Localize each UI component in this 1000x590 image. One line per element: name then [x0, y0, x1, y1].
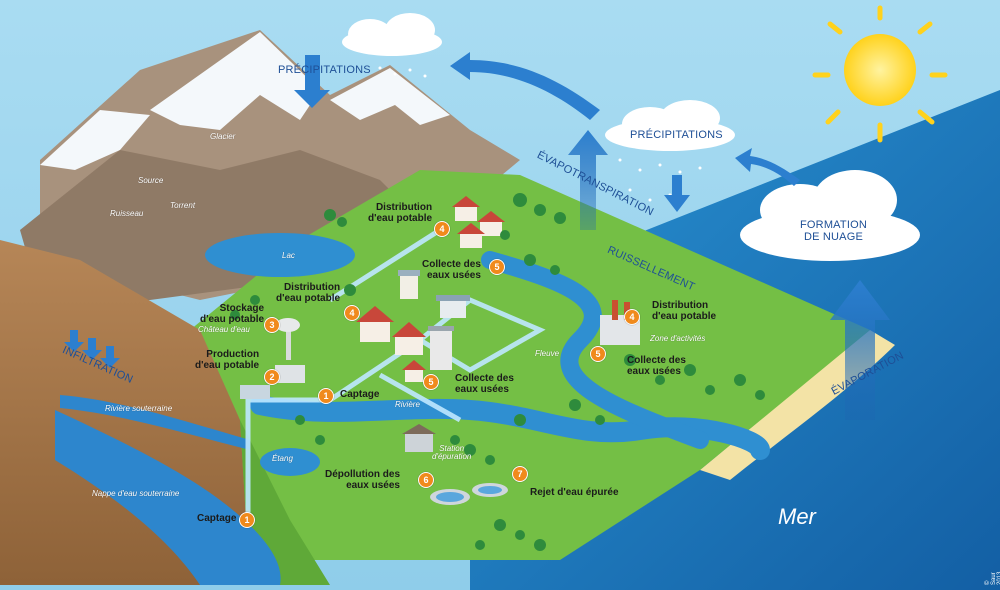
label-zone-activites: Zone d'activités [650, 334, 706, 343]
mountain-snow-right [330, 68, 450, 125]
arrow-cloud-to-cloud [735, 148, 800, 186]
fleuve [481, 251, 709, 449]
label-glacier: Glacier [210, 132, 236, 141]
step-badge: 3 [264, 317, 280, 333]
arrow-precipitation-down [294, 55, 330, 108]
step-badge: 4 [624, 309, 640, 325]
label-depollution: Dépollution des eaux usées [325, 469, 400, 491]
step-badge: 4 [344, 305, 360, 321]
step-badge: 1 [318, 388, 334, 404]
step-badge: 6 [418, 472, 434, 488]
mountain-snow-left [40, 110, 150, 170]
production-plant [240, 365, 305, 399]
copyright: © Saur 2013 [985, 571, 1000, 585]
mountain-snow-main [150, 32, 320, 130]
label-distribution-3: Distribution d'eau potable [652, 300, 717, 322]
label-source: Source [138, 176, 164, 185]
step-badge: 4 [434, 221, 450, 237]
step-badge: 2 [264, 369, 280, 385]
arrows-infiltration [64, 330, 120, 368]
lake [205, 233, 355, 277]
pond [260, 448, 320, 476]
rain-drops [378, 66, 702, 202]
label-collecte-3: Collecte des eaux usées [627, 355, 686, 377]
label-rejet: Rejet d'eau épurée [530, 487, 619, 498]
label-ruisseau: Ruisseau [110, 209, 144, 218]
underground-aquifer [55, 410, 281, 585]
arrow-evapotranspiration-up [568, 130, 608, 230]
sun [812, 5, 948, 143]
cloud-top [342, 13, 442, 56]
label-nappe: Nappe d'eau souterraine [92, 489, 180, 498]
label-fleuve: Fleuve [535, 349, 560, 358]
label-lac: Lac [282, 251, 295, 260]
cloud-precipitations [605, 100, 735, 151]
label-torrent: Torrent [170, 201, 196, 210]
step-badge: 7 [512, 466, 528, 482]
river [250, 395, 770, 460]
label-precipitations-top: PRÉCIPITATIONS [278, 64, 371, 76]
treatment-station [402, 424, 508, 505]
trees [230, 193, 765, 551]
label-formation-nuage: FORMATION DE NUAGE [800, 219, 867, 243]
chateau-eau-tower [276, 318, 300, 360]
arrow-cloud-to-mountain [450, 52, 600, 120]
houses-village [356, 196, 505, 382]
label-production: Production d'eau potable [195, 349, 260, 371]
label-collecte-1: Collecte des eaux usées [422, 259, 481, 281]
step-badge: 5 [423, 374, 439, 390]
label-etang: Étang [272, 454, 293, 463]
arrow-precipitation-right [664, 175, 690, 212]
step-badge: 5 [489, 259, 505, 275]
label-stockage: Stockage d'eau potable [200, 303, 265, 325]
underground-river [60, 395, 250, 450]
label-riviere-souterraine: Rivière souterraine [105, 404, 173, 413]
step-badge: 5 [590, 346, 606, 362]
step-badge: 1 [239, 512, 255, 528]
land [190, 170, 870, 560]
label-distribution-1: Distribution d'eau potable [276, 282, 341, 304]
label-distribution-2: Distribution d'eau potable [368, 202, 433, 224]
label-collecte-2: Collecte des eaux usées [455, 373, 514, 395]
label-chateau-eau: Château d'eau [198, 325, 250, 334]
label-riviere: Rivière [395, 400, 420, 409]
label-station-epuration: Station d'épuration [432, 444, 472, 462]
label-captage-bottom: Captage [197, 513, 237, 524]
label-captage-mid: Captage [340, 389, 380, 400]
arrow-evaporation-up [830, 280, 890, 420]
label-mer: Mer [778, 504, 816, 529]
cloud-formation [740, 170, 920, 261]
label-precipitations-right: PRÉCIPITATIONS [630, 129, 723, 141]
